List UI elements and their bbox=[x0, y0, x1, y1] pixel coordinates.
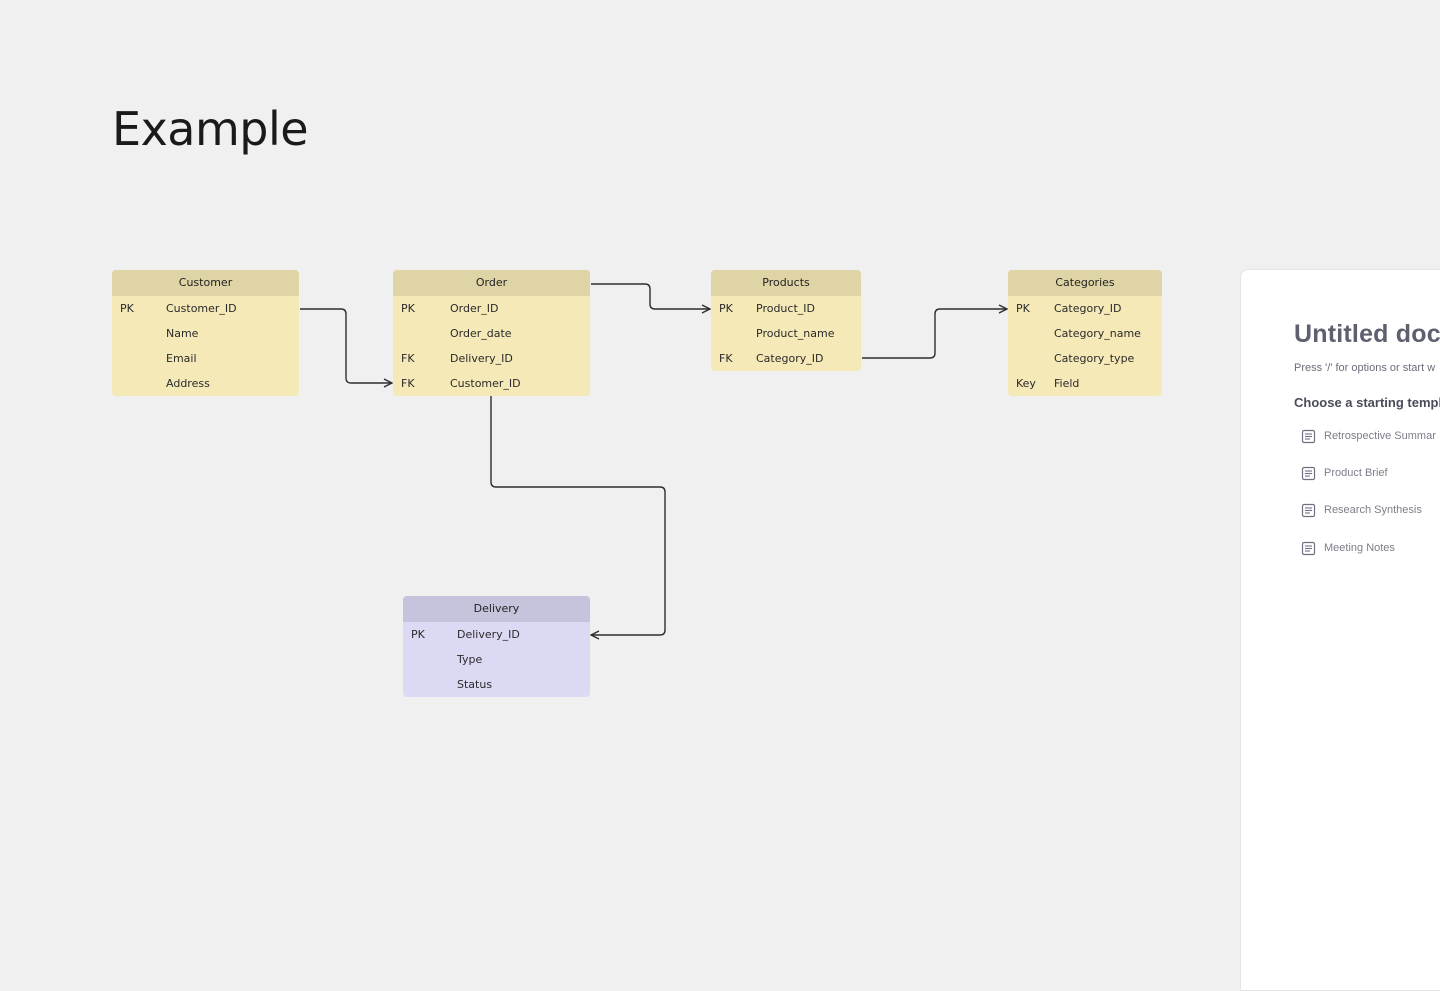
field-label: Delivery_ID bbox=[450, 352, 513, 365]
field-label: Order_ID bbox=[450, 302, 499, 315]
board-title: Example bbox=[112, 102, 309, 156]
table-row: FK Delivery_ID bbox=[393, 346, 590, 371]
template-item-product-brief[interactable]: Product Brief bbox=[1301, 463, 1388, 483]
entity-header: Categories bbox=[1008, 270, 1162, 296]
table-row: Category_type bbox=[1008, 346, 1162, 371]
template-item-retrospective[interactable]: Retrospective Summar bbox=[1301, 426, 1436, 446]
entity-customer[interactable]: Customer PK Customer_ID Name Email Addres… bbox=[112, 270, 299, 396]
connector-products-categories[interactable] bbox=[862, 309, 1007, 359]
field-label: Product_name bbox=[756, 327, 835, 340]
entity-header: Products bbox=[711, 270, 861, 296]
field-label: Field bbox=[1054, 377, 1080, 390]
table-row: Category_name bbox=[1008, 321, 1162, 346]
table-row: PK Customer_ID bbox=[112, 296, 299, 321]
key-label: FK bbox=[401, 377, 415, 390]
document-icon bbox=[1301, 541, 1316, 555]
table-row: Address bbox=[112, 371, 299, 396]
table-row: PK Category_ID bbox=[1008, 296, 1162, 321]
field-label: Category_type bbox=[1054, 352, 1135, 365]
key-label: Key bbox=[1016, 377, 1036, 390]
key-label: PK bbox=[1016, 302, 1030, 315]
field-label: Category_name bbox=[1054, 327, 1141, 340]
key-label: PK bbox=[120, 302, 134, 315]
table-row: Status bbox=[403, 672, 590, 697]
entity-header: Delivery bbox=[403, 596, 590, 622]
entity-products[interactable]: Products PK Product_ID Product_name FK Cat… bbox=[711, 270, 861, 371]
template-label: Research Synthesis bbox=[1324, 504, 1422, 516]
field-label: Delivery_ID bbox=[457, 628, 520, 641]
document-icon bbox=[1301, 429, 1316, 443]
key-label: PK bbox=[411, 628, 425, 641]
field-label: Address bbox=[166, 377, 210, 390]
key-label: FK bbox=[401, 352, 415, 365]
field-label: Order_date bbox=[450, 327, 512, 340]
field-label: Category_ID bbox=[756, 352, 824, 365]
field-label: Category_ID bbox=[1054, 302, 1122, 315]
key-label: PK bbox=[401, 302, 415, 315]
template-item-meeting-notes[interactable]: Meeting Notes bbox=[1301, 538, 1395, 558]
document-icon bbox=[1301, 466, 1316, 480]
field-label: Customer_ID bbox=[450, 377, 521, 390]
field-label: Status bbox=[457, 678, 493, 691]
template-item-research-synthesis[interactable]: Research Synthesis bbox=[1301, 500, 1422, 520]
doc-title[interactable]: Untitled doc bbox=[1294, 320, 1440, 348]
table-row: FK Category_ID bbox=[711, 346, 861, 371]
table-row: Order_date bbox=[393, 321, 590, 346]
field-label: Email bbox=[166, 352, 197, 365]
field-label: Product_ID bbox=[756, 302, 815, 315]
field-label: Customer_ID bbox=[166, 302, 237, 315]
key-label: PK bbox=[719, 302, 733, 315]
key-label: FK bbox=[719, 352, 733, 365]
template-label: Meeting Notes bbox=[1324, 542, 1395, 554]
table-row: Name bbox=[112, 321, 299, 346]
template-label: Product Brief bbox=[1324, 467, 1388, 479]
table-row: Key Field bbox=[1008, 371, 1162, 396]
table-row: FK Customer_ID bbox=[393, 371, 590, 396]
entity-delivery[interactable]: Delivery PK Delivery_ID Type Status bbox=[403, 596, 590, 697]
doc-panel[interactable]: Untitled doc Press '/' for options or st… bbox=[1240, 269, 1440, 991]
entity-header: Order bbox=[393, 270, 590, 296]
table-row: PK Order_ID bbox=[393, 296, 590, 321]
entity-header: Customer bbox=[112, 270, 299, 296]
table-row: PK Product_ID bbox=[711, 296, 861, 321]
table-row: Product_name bbox=[711, 321, 861, 346]
template-heading: Choose a starting templa bbox=[1294, 395, 1440, 410]
field-label: Type bbox=[457, 653, 483, 666]
document-icon bbox=[1301, 503, 1316, 517]
table-row: Email bbox=[112, 346, 299, 371]
table-row: PK Delivery_ID bbox=[403, 622, 590, 647]
template-label: Retrospective Summar bbox=[1324, 430, 1436, 442]
field-label: Name bbox=[166, 327, 199, 340]
entity-order[interactable]: Order PK Order_ID Order_date FK Delivery_I… bbox=[393, 270, 590, 396]
entity-categories[interactable]: Categories PK Category_ID Category_name C… bbox=[1008, 270, 1162, 396]
connector-order-products[interactable] bbox=[591, 283, 710, 309]
doc-hint[interactable]: Press '/' for options or start w bbox=[1294, 362, 1436, 374]
table-row: Type bbox=[403, 647, 590, 672]
connector-customer-order[interactable] bbox=[300, 308, 392, 383]
